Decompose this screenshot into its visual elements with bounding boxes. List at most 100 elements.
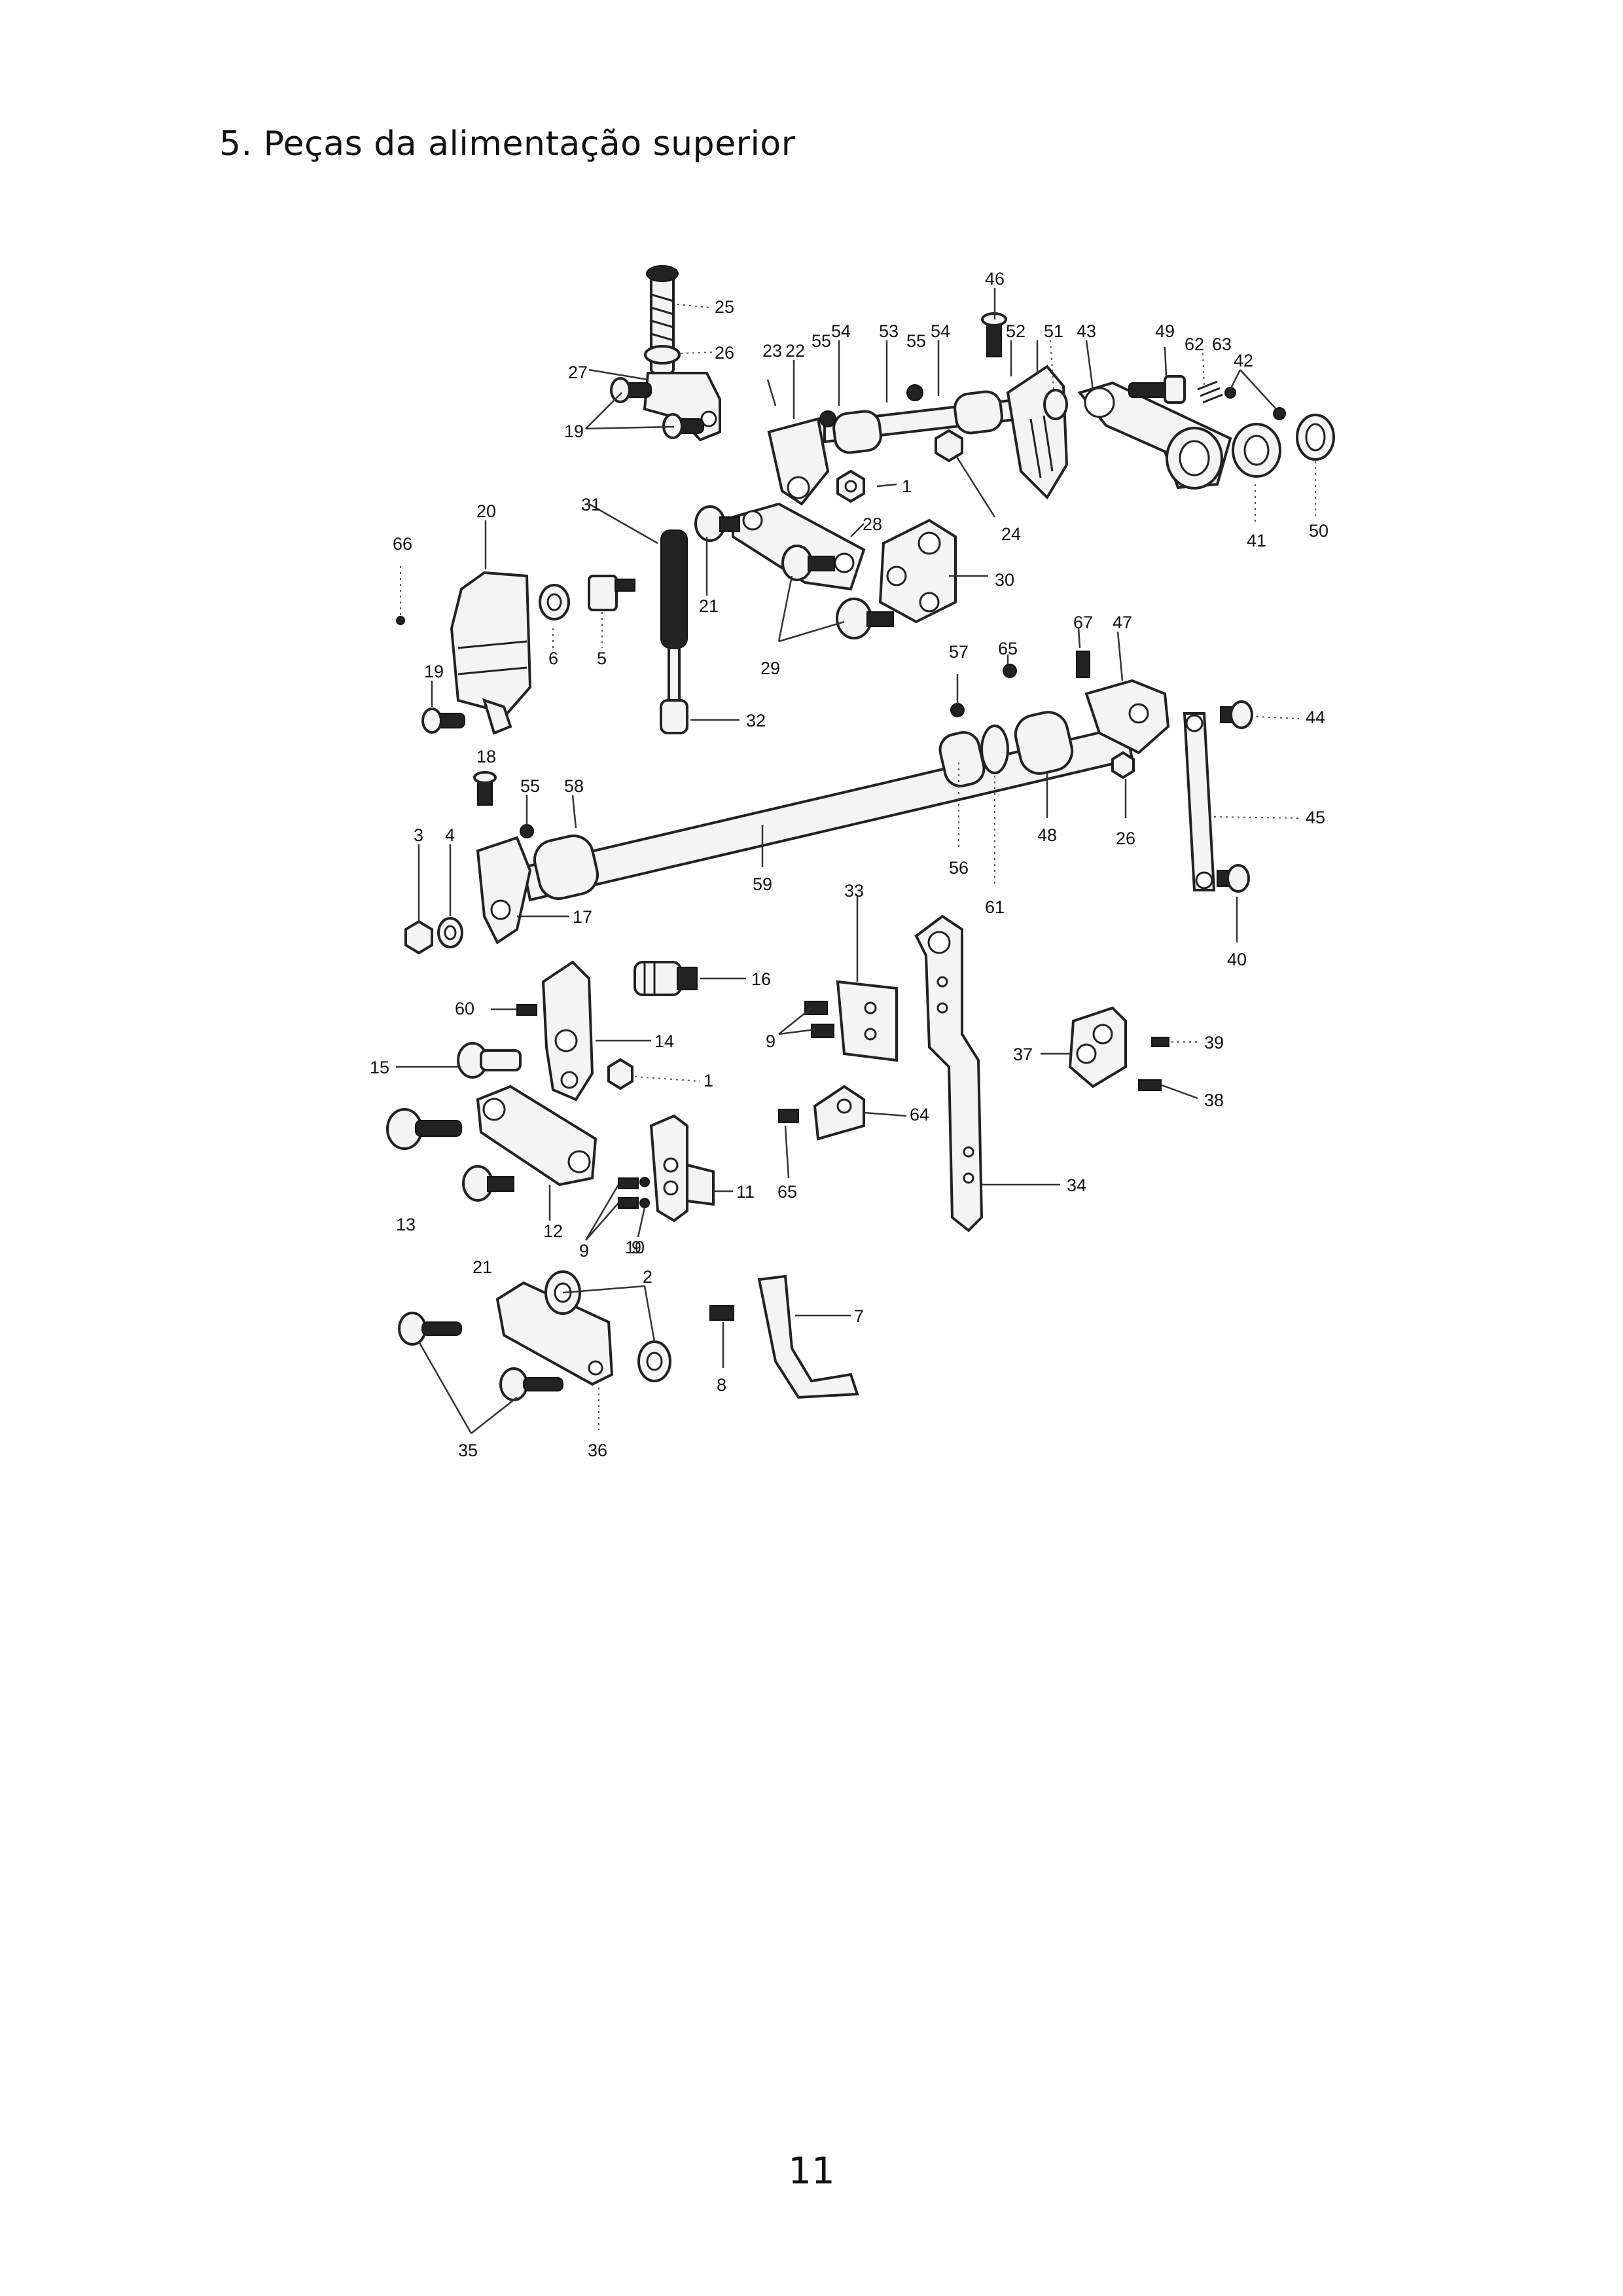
label-20: 20 [476, 501, 496, 521]
screw-65-top [1003, 664, 1017, 678]
label-25: 25 [715, 297, 734, 317]
label-58: 58 [564, 776, 584, 796]
leader-lines [396, 288, 1316, 1434]
label-37: 37 [1013, 1045, 1033, 1064]
label-19-a: 19 [564, 422, 584, 441]
clamp-64 [813, 1085, 865, 1141]
label-23: 23 [762, 341, 782, 361]
label-31: 31 [581, 495, 601, 514]
label-49: 49 [1155, 321, 1175, 341]
label-11: 11 [736, 1182, 755, 1202]
label-6: 6 [548, 649, 558, 668]
label-53: 53 [879, 321, 899, 341]
label-35: 35 [458, 1441, 478, 1460]
label-19-b: 19 [424, 662, 444, 681]
screw-65-low [778, 1109, 799, 1123]
block-37 [1068, 1006, 1127, 1088]
screws-38-39 [1138, 1037, 1169, 1091]
label-60: 60 [455, 999, 474, 1018]
screw-13 [386, 1108, 462, 1150]
screw-67 [1076, 651, 1090, 678]
arm-17 [476, 836, 532, 944]
screw-19-mid [421, 708, 465, 734]
label-57: 57 [949, 642, 969, 662]
label-44: 44 [1306, 708, 1325, 727]
label-3: 3 [414, 825, 423, 845]
label-38: 38 [1204, 1090, 1224, 1110]
label-47: 47 [1113, 613, 1132, 632]
label-33: 33 [844, 881, 864, 901]
label-2: 2 [643, 1267, 652, 1287]
arm-47 [1084, 679, 1170, 755]
label-43: 43 [1077, 321, 1096, 341]
link-45 [1183, 712, 1216, 891]
label-30: 30 [995, 570, 1014, 590]
plate-33 [836, 980, 898, 1062]
label-9-b: 9 [579, 1241, 589, 1261]
screw-57 [950, 703, 965, 717]
screw-21-low [462, 1165, 514, 1202]
label-63: 63 [1212, 334, 1232, 354]
page-title: 5. Peças da alimentação superior [219, 124, 796, 164]
label-9-c: 9 [632, 1238, 641, 1257]
label-59: 59 [753, 874, 772, 894]
label-48: 48 [1037, 825, 1057, 845]
label-8: 8 [717, 1375, 726, 1395]
block-5 [588, 575, 635, 611]
label-27: 27 [568, 363, 588, 382]
label-39: 39 [1204, 1033, 1224, 1052]
label-51: 51 [1044, 321, 1063, 341]
label-16: 16 [751, 969, 771, 989]
link-12 [476, 1085, 597, 1187]
page-number: 11 [788, 2150, 835, 2193]
label-46: 46 [985, 269, 1005, 289]
screw-40 [1217, 864, 1250, 893]
nut-26 [644, 345, 681, 365]
label-54-b: 54 [931, 321, 950, 341]
main-shaft-59 [522, 711, 1134, 902]
label-32: 32 [746, 711, 766, 730]
label-50: 50 [1309, 521, 1329, 541]
nut-24 [935, 429, 963, 463]
nut-3 [404, 920, 433, 955]
block-20 [450, 571, 532, 715]
label-1-b: 1 [704, 1071, 713, 1090]
label-42: 42 [1234, 351, 1253, 370]
nut-26-mid [1111, 751, 1135, 780]
screw-55-b [906, 384, 923, 401]
label-29: 29 [760, 658, 780, 678]
label-61: 61 [985, 897, 1005, 917]
label-45: 45 [1306, 808, 1325, 827]
label-26-b: 26 [1116, 829, 1135, 848]
label-52: 52 [1006, 321, 1026, 341]
screw-18 [473, 771, 497, 806]
label-18: 18 [476, 747, 496, 766]
screw-60 [516, 1004, 537, 1016]
label-17: 17 [573, 907, 592, 927]
label-64: 64 [910, 1105, 929, 1124]
label-22: 22 [785, 341, 805, 361]
label-55-c: 55 [520, 776, 540, 796]
label-28: 28 [863, 514, 882, 534]
label-4: 4 [445, 825, 455, 845]
label-13: 13 [396, 1215, 416, 1234]
label-56: 56 [949, 858, 969, 878]
label-24: 24 [1001, 524, 1021, 544]
label-41: 41 [1247, 531, 1266, 550]
part-labels: 1 1 2 3 4 5 6 7 8 9 9 9 10 11 12 13 14 1… [370, 269, 1329, 1460]
nut-1-low [607, 1058, 633, 1090]
screw-55-left [520, 824, 534, 838]
screws-9-10-low [618, 1177, 650, 1209]
spring-shaft-31-32 [660, 529, 688, 734]
screw-8 [709, 1305, 734, 1321]
label-7: 7 [854, 1306, 864, 1326]
collar-61 [980, 725, 1009, 774]
presser-bar-34 [914, 914, 984, 1232]
label-21-a: 21 [699, 596, 719, 616]
pin-15 [457, 1042, 522, 1079]
screws-29 [781, 545, 894, 639]
screws-19-top [610, 377, 704, 439]
label-34: 34 [1067, 1175, 1086, 1195]
screw-21-mid [694, 505, 740, 542]
